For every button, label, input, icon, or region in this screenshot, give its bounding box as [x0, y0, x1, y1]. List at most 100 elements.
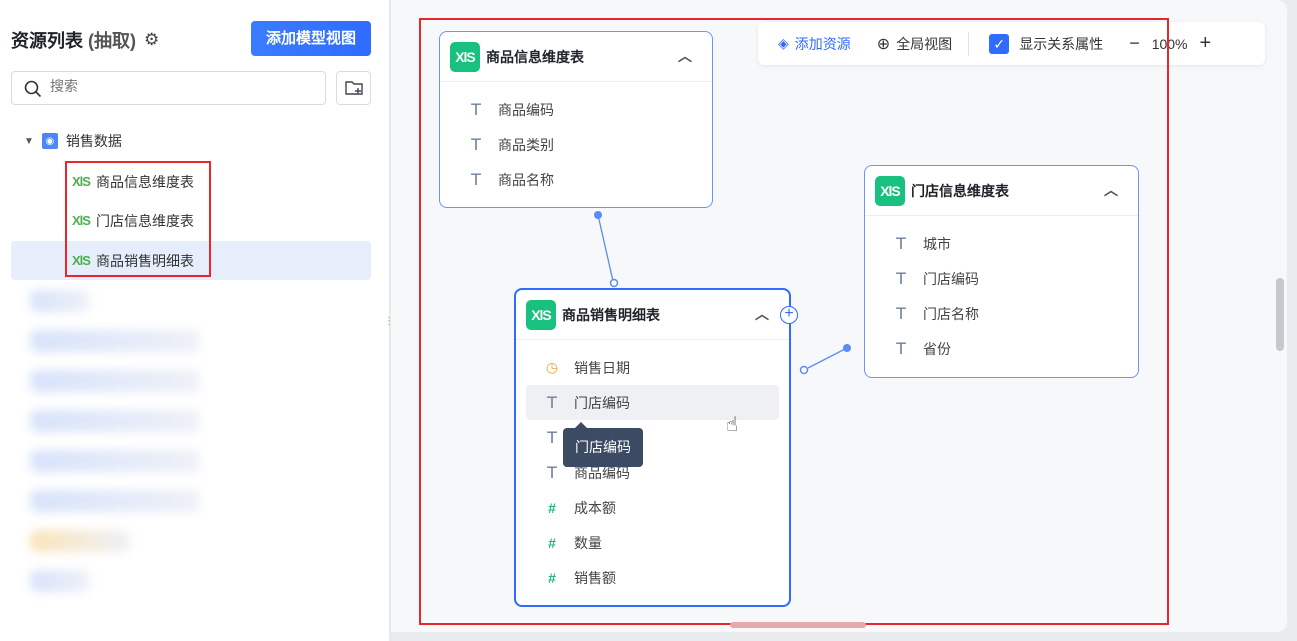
- field-name: 门店编码: [923, 270, 979, 287]
- add-resource-button[interactable]: ◈添加资源: [778, 34, 851, 54]
- field-row[interactable]: T: [526, 420, 779, 455]
- field-name: 商品类别: [498, 136, 554, 153]
- tree-item[interactable]: XlS 商品信息维度表: [11, 162, 371, 201]
- card-header: XlS 门店信息维度表 ︿: [865, 166, 1138, 216]
- collapse-icon[interactable]: ︿: [678, 48, 692, 64]
- zoom-control: −100% +: [1129, 32, 1211, 55]
- field-row[interactable]: T 城市: [875, 226, 1128, 261]
- tree-item[interactable]: XlS 商品销售明细表: [11, 241, 371, 280]
- divider: [968, 31, 970, 56]
- collapse-icon[interactable]: ︿: [1104, 182, 1118, 198]
- show-relation-label: 显示关系属性: [1019, 35, 1104, 52]
- zoom-out-icon[interactable]: −: [1129, 33, 1140, 53]
- search-input[interactable]: [50, 78, 310, 94]
- text-type-icon: T: [547, 463, 557, 482]
- number-type-icon: #: [548, 569, 556, 586]
- xls-icon: XlS: [72, 213, 91, 228]
- canvas-toolbar: ◈添加资源 ⊕ 全局视图 ✓ 显示关系属性 −100% +: [758, 22, 1265, 65]
- xls-icon: XlS: [875, 175, 905, 206]
- clock-icon: ◷: [545, 359, 559, 375]
- card-title: 商品销售明细表: [562, 306, 660, 323]
- global-view-button[interactable]: ⊕ 全局视图: [877, 34, 952, 54]
- field-row[interactable]: #成本额: [526, 490, 779, 525]
- xls-icon: XlS: [72, 174, 91, 189]
- panel-title-suffix: (抽取): [88, 31, 137, 51]
- text-type-icon: T: [547, 393, 557, 412]
- field-name: 商品名称: [498, 171, 554, 188]
- field-row[interactable]: T 商品名称: [450, 162, 702, 197]
- field-name: 城市: [923, 235, 951, 252]
- field-name: 成本额: [574, 499, 616, 516]
- field-name: 省份: [923, 340, 951, 357]
- field-name: 门店编码: [574, 394, 630, 411]
- tree-item-label: 门店信息维度表: [95, 212, 194, 229]
- resize-handle[interactable]: ⋮: [384, 316, 394, 327]
- checkbox-checked-icon[interactable]: ✓: [989, 33, 1010, 54]
- field-row[interactable]: T 门店编码: [526, 385, 779, 420]
- field-row[interactable]: T 商品类别: [450, 127, 702, 162]
- search-box: [11, 71, 326, 105]
- panel-title: 资源列表 (抽取): [11, 27, 136, 53]
- highlight-box: [65, 161, 211, 277]
- text-type-icon: T: [471, 170, 481, 189]
- dataset-icon: ◉: [41, 133, 58, 149]
- xls-icon: XlS: [450, 41, 480, 72]
- folder-plus-icon: [344, 81, 363, 95]
- field-name: 门店名称: [923, 305, 979, 322]
- field-row[interactable]: T 门店名称: [875, 296, 1128, 331]
- search-icon: [24, 80, 42, 98]
- horizontal-scrollbar[interactable]: [730, 622, 866, 628]
- add-relation-button[interactable]: +: [780, 306, 798, 324]
- zoom-in-icon[interactable]: +: [1199, 32, 1212, 54]
- tree-item-label: 商品销售明细表: [95, 252, 194, 269]
- field-row[interactable]: # 销售额: [526, 560, 779, 595]
- zoom-level: 100%: [1151, 35, 1188, 52]
- gear-icon[interactable]: ⚙: [144, 30, 160, 49]
- blurred-item: [30, 450, 200, 472]
- field-name: 商品编码: [498, 101, 554, 118]
- globe-icon: ⊕: [876, 35, 891, 53]
- global-view-label: 全局视图: [896, 35, 953, 52]
- resource-panel: 资源列表 (抽取) ⚙ 添加模型视图 ▼ ◉ 销售数据 XlS 商品信息维度表 X…: [0, 0, 390, 641]
- blurred-item: [30, 570, 90, 592]
- show-relation-toggle[interactable]: ✓ 显示关系属性: [989, 33, 1104, 54]
- vertical-scrollbar[interactable]: [1276, 278, 1284, 351]
- xls-icon: XlS: [72, 253, 91, 268]
- text-type-icon: T: [896, 234, 906, 253]
- blurred-item: [30, 290, 90, 312]
- tree-item-label: 商品信息维度表: [95, 173, 194, 190]
- tree-folder-sales-data[interactable]: ▼ ◉ 销售数据: [24, 131, 122, 151]
- blurred-item: [30, 370, 200, 392]
- field-name: 销售额: [574, 569, 616, 586]
- add-model-view-button[interactable]: 添加模型视图: [251, 21, 371, 56]
- new-folder-button[interactable]: [336, 71, 371, 105]
- field-name: 数量: [574, 534, 602, 551]
- text-type-icon: T: [896, 304, 906, 323]
- field-name: 销售日期: [574, 359, 630, 376]
- blurred-item: [30, 530, 130, 552]
- panel-title-text: 资源列表: [11, 31, 83, 51]
- card-title: 门店信息维度表: [911, 182, 1009, 199]
- highlight-box: [419, 18, 1169, 625]
- hand-cursor-icon: ☝: [726, 414, 739, 436]
- xls-icon: XlS: [526, 299, 556, 330]
- field-name: 商品编码: [574, 464, 630, 481]
- field-row[interactable]: T 商品编码: [526, 455, 779, 490]
- caret-down-icon[interactable]: ▼: [24, 135, 34, 147]
- collapse-icon[interactable]: ︿: [755, 306, 769, 322]
- field-row[interactable]: ◷ 销售日期: [526, 350, 779, 385]
- blurred-item: [30, 410, 200, 432]
- text-type-icon: T: [547, 428, 557, 447]
- tree-item[interactable]: XlS 门店信息维度表: [11, 201, 371, 240]
- field-row[interactable]: #数量: [526, 525, 779, 560]
- text-type-icon: T: [471, 135, 481, 154]
- blurred-item: [30, 490, 200, 512]
